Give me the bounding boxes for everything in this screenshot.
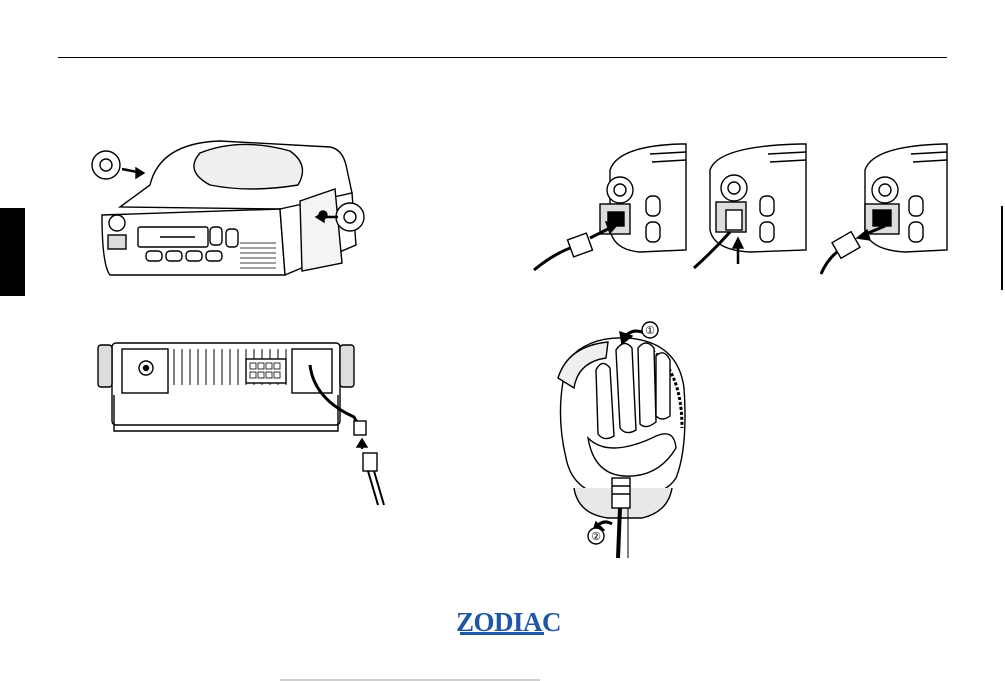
figure-mic-latch (690, 140, 810, 280)
section-tab (0, 208, 25, 296)
figure-rear-panel (92, 335, 387, 510)
figure-mic-plug-in (530, 140, 690, 280)
header-rule (58, 57, 947, 58)
page-edge-mark (1001, 206, 1003, 290)
figure-mic-unplug (815, 140, 950, 285)
brand-logo-underline (460, 632, 544, 635)
callout-step2: ② (591, 531, 601, 543)
callout-step1: ① (645, 325, 655, 337)
figure-mounting-bracket (80, 135, 370, 280)
figure-hand-microphone: ① ② (548, 318, 698, 563)
brand-logo: ZODIAC (456, 606, 548, 638)
